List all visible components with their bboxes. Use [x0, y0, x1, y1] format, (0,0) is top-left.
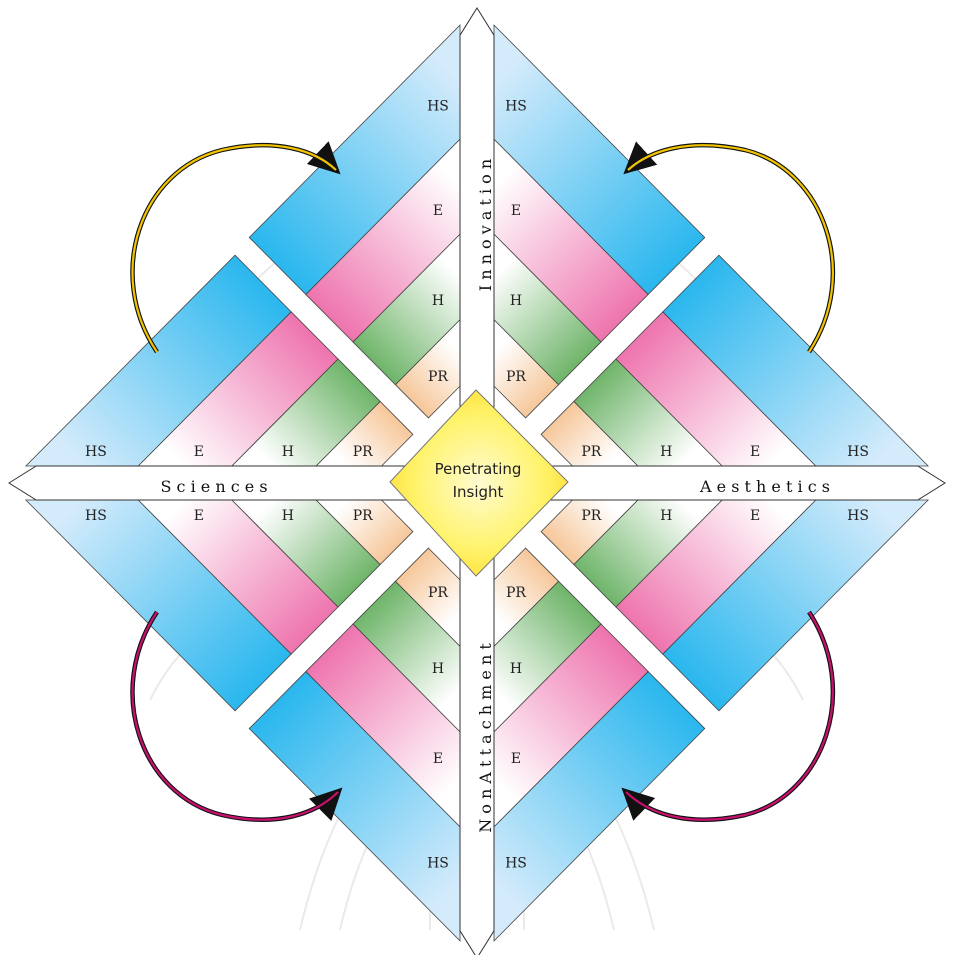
- band-label-e: E: [750, 508, 760, 524]
- band-label-e: E: [750, 444, 760, 460]
- center-label-line2: Insight: [453, 483, 504, 501]
- band-label-e: E: [511, 203, 521, 219]
- band-label-pr: PR: [506, 585, 526, 601]
- band-label-h: H: [282, 508, 294, 524]
- band-label-hs: HS: [505, 856, 527, 872]
- axis-label-right: A e s t h e t i c s: [699, 477, 830, 496]
- band-label-pr: PR: [581, 508, 601, 524]
- band-label-h: H: [510, 293, 522, 309]
- band-label-pr: PR: [428, 369, 448, 385]
- band-label-hs: HS: [847, 444, 869, 460]
- band-label-hs: HS: [427, 856, 449, 872]
- band-label-hs: HS: [85, 508, 107, 524]
- band-label-hs: HS: [85, 444, 107, 460]
- band-label-pr: PR: [581, 444, 601, 460]
- band-label-pr: PR: [428, 585, 448, 601]
- band-label-e: E: [433, 751, 443, 767]
- axis-label-left: S c i e n c e s: [160, 477, 267, 496]
- band-label-pr: PR: [506, 369, 526, 385]
- band-label-hs: HS: [847, 508, 869, 524]
- band-label-h: H: [510, 661, 522, 677]
- band-label-pr: PR: [353, 444, 373, 460]
- axis-label-bottom: N o n A t t a c h m e n t: [476, 643, 495, 833]
- band-label-h: H: [660, 508, 672, 524]
- band-label-pr: PR: [353, 508, 373, 524]
- band-label-hs: HS: [427, 98, 449, 114]
- band-label-e: E: [194, 444, 204, 460]
- band-label-e: E: [433, 203, 443, 219]
- center-label-line1: Penetrating: [435, 460, 522, 478]
- band-label-h: H: [432, 293, 444, 309]
- axis-label-top: I n n o v a t i o n: [476, 159, 495, 291]
- center-node: Penetrating Insight: [390, 390, 568, 576]
- band-label-hs: HS: [505, 98, 527, 114]
- band-label-h: H: [282, 444, 294, 460]
- band-label-h: H: [660, 444, 672, 460]
- band-label-e: E: [511, 751, 521, 767]
- band-label-h: H: [432, 661, 444, 677]
- band-label-e: E: [194, 508, 204, 524]
